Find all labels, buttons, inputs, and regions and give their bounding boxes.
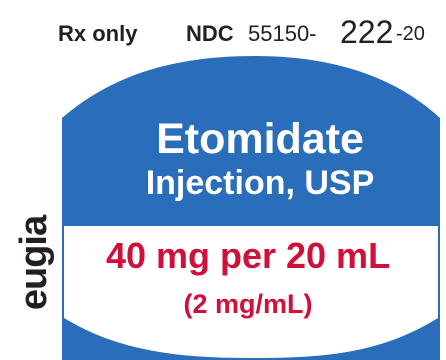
ndc-product-code: 222 — [340, 14, 394, 50]
dosage-form: Injection, USP — [145, 164, 375, 202]
ndc-package-code: -20 — [396, 23, 425, 45]
concentration-text: (2 mg/mL) — [183, 289, 313, 319]
strength-box — [64, 226, 438, 358]
drug-name: Etomidate — [156, 115, 364, 163]
eugia-logo: eugia — [13, 215, 55, 311]
strength-text: 40 mg per 20 mL — [105, 235, 391, 276]
rx-only-text: Rx only — [58, 21, 138, 46]
ndc-labeler-code: 55150- — [248, 21, 317, 46]
ndc-label: NDC — [186, 21, 234, 46]
header-line: Rx only NDC 55150- 222 -20 — [58, 14, 446, 54]
